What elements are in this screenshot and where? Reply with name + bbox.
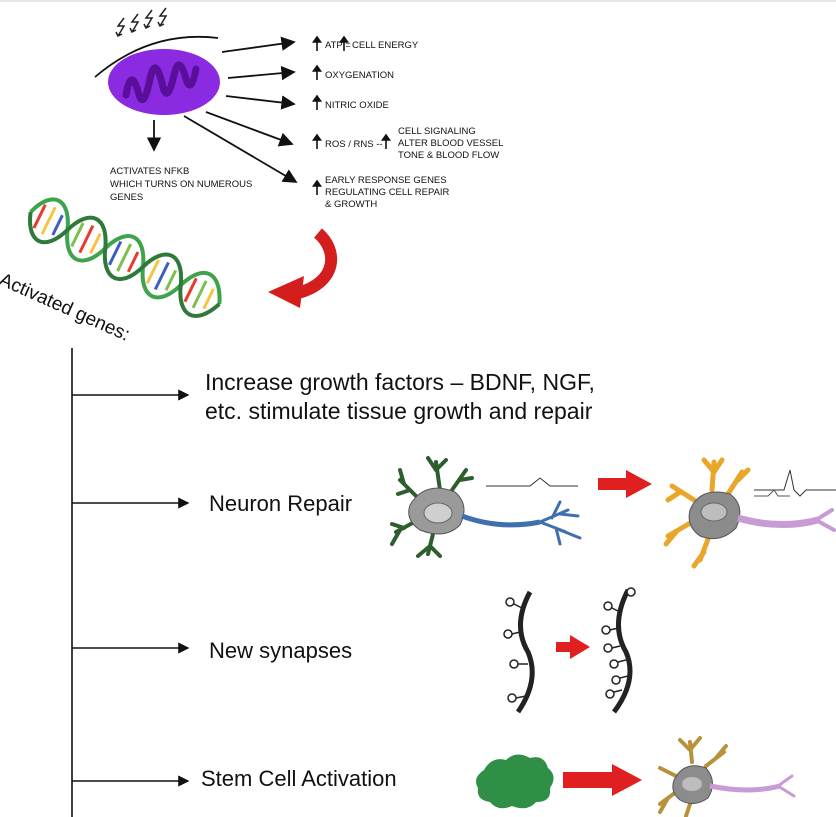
repaired-neuron-icon — [663, 457, 836, 569]
ros-effect-line: ALTER BLOOD VESSEL — [398, 138, 503, 149]
red-arrow-icon — [598, 470, 652, 498]
mito-effect-arrows — [146, 36, 298, 183]
ros-label: ROS / RNS -- — [325, 139, 383, 150]
cell-energy-label: CELL ENERGY — [352, 40, 419, 51]
dendrite-few-spines-icon — [503, 590, 535, 714]
membrane-arc — [94, 35, 219, 78]
oxygenation-label: OXYGENATION — [325, 70, 394, 81]
light-bolt-icons — [115, 7, 168, 38]
nfkb-line: ACTIVATES NFKB — [110, 166, 189, 177]
stem-cell-label: Stem Cell Activation — [201, 766, 397, 791]
increase-arrow-icons — [311, 35, 392, 195]
red-curved-arrow-icon — [268, 228, 338, 308]
nitric-oxide-label: NITRIC OXIDE — [325, 100, 389, 111]
red-arrow-icon — [556, 635, 590, 659]
new-synapses-label: New synapses — [209, 638, 352, 663]
early-genes-line: REGULATING CELL REPAIR — [325, 187, 450, 198]
growth-factors-line: Increase growth factors – BDNF, NGF, — [205, 369, 595, 395]
early-genes-line: EARLY RESPONSE GENES — [325, 175, 447, 186]
red-arrow-icon — [563, 764, 642, 796]
new-neuron-icon — [658, 736, 796, 817]
weak-signal-trace — [486, 477, 578, 487]
ros-effect-line: CELL SIGNALING — [398, 126, 476, 137]
nfkb-line: WHICH TURNS ON NUMEROUS — [110, 179, 252, 190]
damaged-neuron-icon — [390, 456, 582, 558]
dna-helix-icon — [28, 197, 222, 318]
growth-factors-line: etc. stimulate tissue growth and repair — [205, 398, 593, 424]
dendrite-many-spines-icon — [601, 587, 636, 714]
early-genes-line: & GROWTH — [325, 199, 377, 210]
ros-effect-line: TONE & BLOOD FLOW — [398, 150, 499, 161]
branch-arrows — [72, 389, 190, 787]
atp-label: ATP = — [325, 40, 351, 51]
small-signal-trace — [754, 489, 790, 497]
neuron-repair-label: Neuron Repair — [209, 491, 352, 516]
activated-genes-label: Activated genes: — [0, 269, 133, 345]
top-divider — [0, 0, 836, 2]
mitochondrion-icon — [108, 49, 220, 115]
stem-cell-icon — [476, 754, 554, 809]
nfkb-line: GENES — [110, 192, 143, 203]
strong-signal-trace — [754, 469, 836, 497]
